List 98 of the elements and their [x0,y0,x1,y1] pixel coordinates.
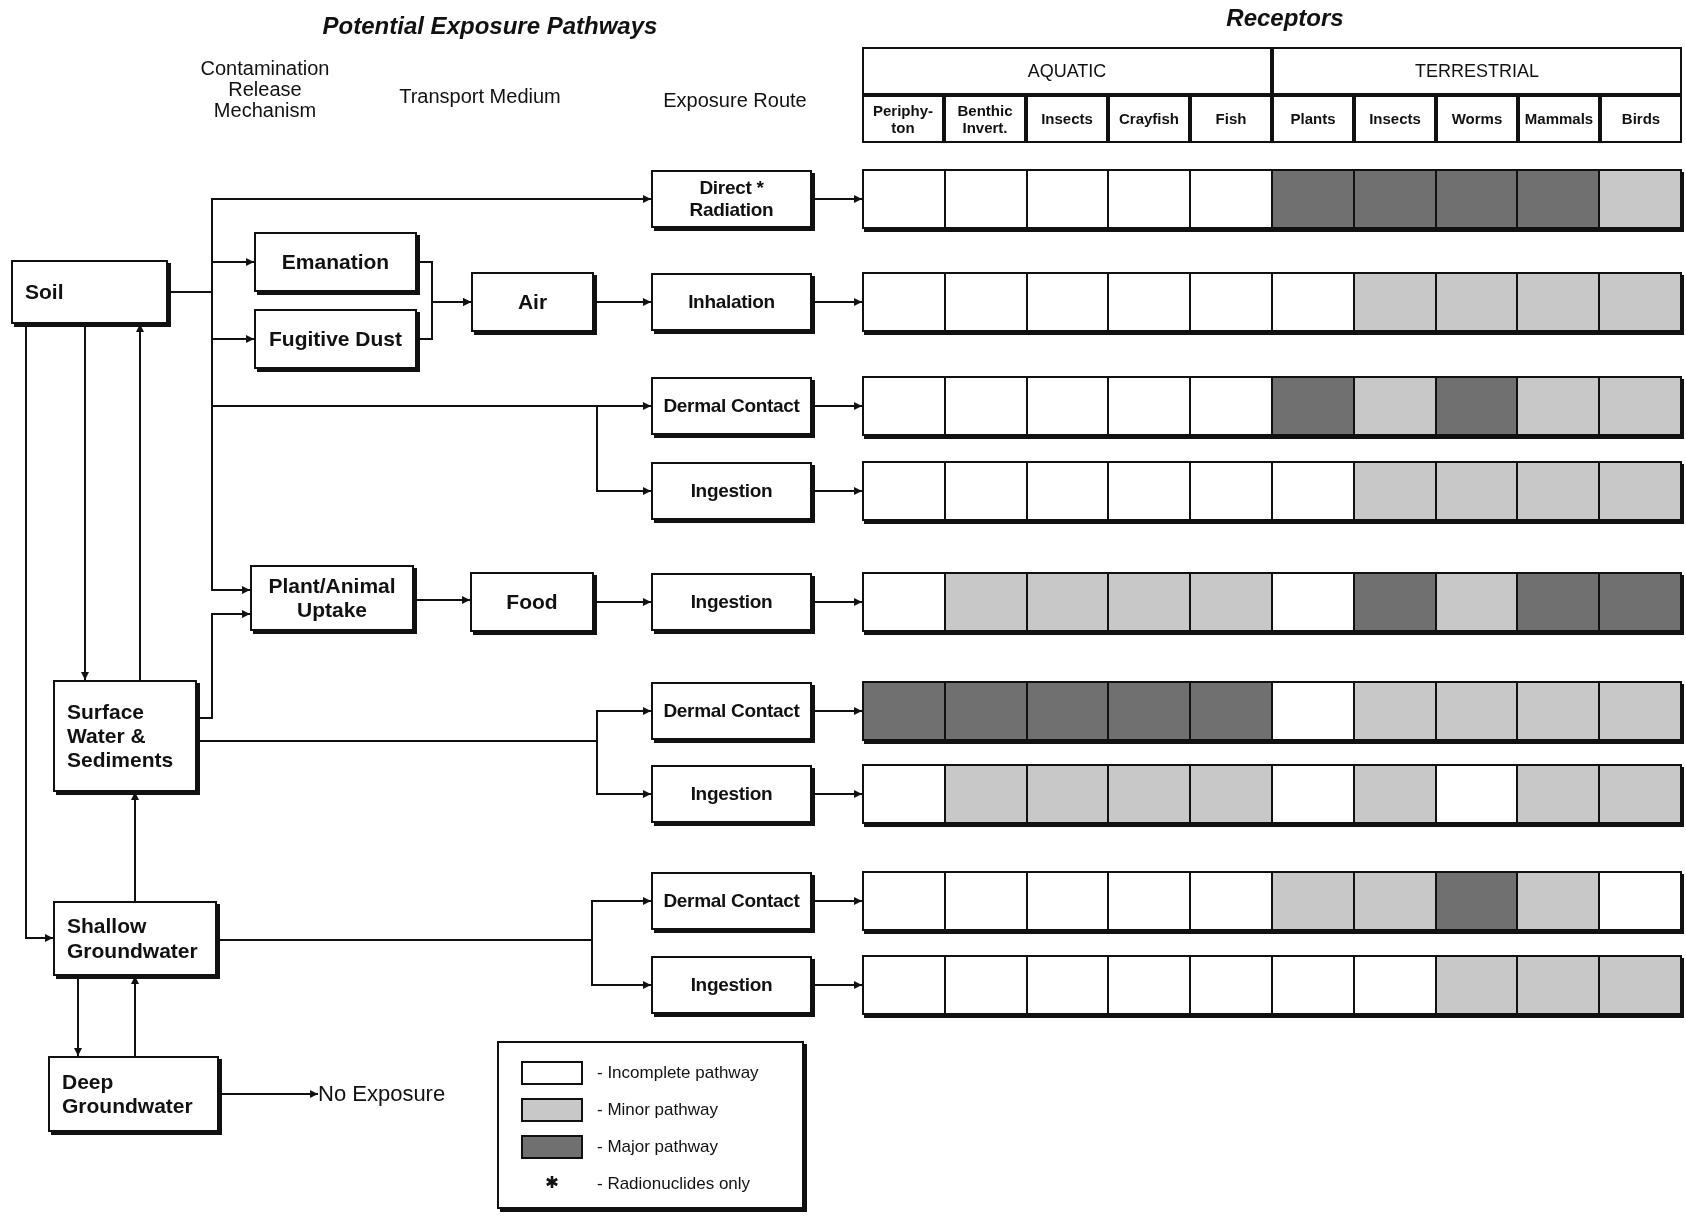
exposure-route-box: Ingestion [651,573,812,631]
pathway-cell [1600,274,1682,330]
pathway-cell [1273,378,1355,434]
pathway-cell [1028,683,1109,739]
receptor-row [862,955,1682,1015]
section-heading: Potential Exposure Pathways [321,12,659,40]
process-box: Plant/Animal Uptake [250,565,414,631]
legend-text: - Radionuclides only [597,1174,751,1194]
legend-text: - Incomplete pathway [597,1063,759,1083]
exposure-route-box: Ingestion [651,765,812,823]
pathway-cell [1191,574,1273,630]
pathway-cell [1191,683,1273,739]
column-heading: Exposure Route [662,90,808,111]
column-header: Worms [1436,95,1518,143]
column-header: Periphy-ton [862,95,944,143]
column-header: Insects [1026,95,1108,143]
pathway-cell [1600,683,1682,739]
pathway-cell [1437,574,1518,630]
pathway-cell [1109,766,1191,822]
column-header: Birds [1600,95,1682,143]
pathway-cell [946,766,1028,822]
column-header: Mammals [1518,95,1600,143]
pathway-cell [1437,873,1518,929]
process-box: Air [471,272,594,332]
pathway-cell [1600,957,1682,1013]
pathway-cell [1518,171,1600,227]
receptor-row [862,572,1682,632]
column-header: Benthic Invert. [944,95,1026,143]
pathway-cell [1355,766,1437,822]
pathway-cell [1355,873,1437,929]
exposure-route-box: Inhalation [651,273,812,331]
pathway-cell [1437,171,1518,227]
pathway-cell [1518,463,1600,519]
pathway-cell [1600,574,1682,630]
source-box: Deep Groundwater [48,1056,219,1132]
pathway-cell [1437,463,1518,519]
legend-text: - Minor pathway [597,1100,718,1120]
pathway-cell [1518,574,1600,630]
column-header: Plants [1272,95,1354,143]
receptor-row [862,764,1682,824]
pathway-cell [1518,873,1600,929]
exposure-route-box: Ingestion [651,462,812,520]
column-header: Insects [1354,95,1436,143]
pathway-cell [1273,873,1355,929]
source-box: Soil [11,260,168,324]
process-box: Emanation [254,232,417,292]
outcome-label: No Exposure [318,1074,468,1114]
process-box: Food [470,572,594,632]
source-box: Shallow Groundwater [53,901,217,976]
exposure-route-box: Ingestion [651,956,812,1014]
section-heading: Receptors [1225,4,1345,32]
pathway-cell [1355,463,1437,519]
receptor-row [862,272,1682,332]
column-heading: Contamination Release Mechanism [199,58,331,121]
pathway-cell [946,683,1028,739]
pathway-cell [1109,683,1191,739]
pathway-cell [1437,378,1518,434]
pathway-cell [1518,683,1600,739]
pathway-cell [1518,766,1600,822]
pathway-cell [1600,171,1682,227]
pathway-cell [1355,683,1437,739]
receptor-row [862,871,1682,931]
column-header: Crayfish [1108,95,1190,143]
pathway-cell [1518,378,1600,434]
receptor-row [862,461,1682,521]
receptor-row [862,169,1682,229]
pathway-cell [1355,574,1437,630]
pathway-cell [1355,378,1437,434]
pathway-cell [1355,171,1437,227]
exposure-route-box: Dermal Contact [651,377,812,435]
pathway-cell [1028,766,1109,822]
pathway-cell [946,574,1028,630]
pathway-cell [1600,378,1682,434]
pathway-cell [1600,766,1682,822]
column-heading: Transport Medium [398,86,562,107]
pathway-cell [1437,683,1518,739]
group-header: TERRESTRIAL [1272,47,1682,95]
pathway-cell [1600,463,1682,519]
pathway-cell [1273,171,1355,227]
pathway-cell [864,683,946,739]
exposure-route-box: Direct * Radiation [651,170,812,228]
pathway-cell [1191,766,1273,822]
source-box: Surface Water & Sediments [53,680,197,792]
column-header: Fish [1190,95,1272,143]
exposure-route-box: Dermal Contact [651,872,812,930]
exposure-route-box: Dermal Contact [651,682,812,740]
pathway-cell [1437,274,1518,330]
pathway-cell [1518,957,1600,1013]
pathway-cell [1028,574,1109,630]
receptor-row [862,376,1682,436]
pathway-cell [1109,574,1191,630]
pathway-cell [1518,274,1600,330]
receptor-row [862,681,1682,741]
legend-text: - Major pathway [597,1137,718,1157]
process-box: Fugitive Dust [254,309,417,369]
group-header: AQUATIC [862,47,1272,95]
pathway-cell [1437,957,1518,1013]
pathway-cell [1355,274,1437,330]
